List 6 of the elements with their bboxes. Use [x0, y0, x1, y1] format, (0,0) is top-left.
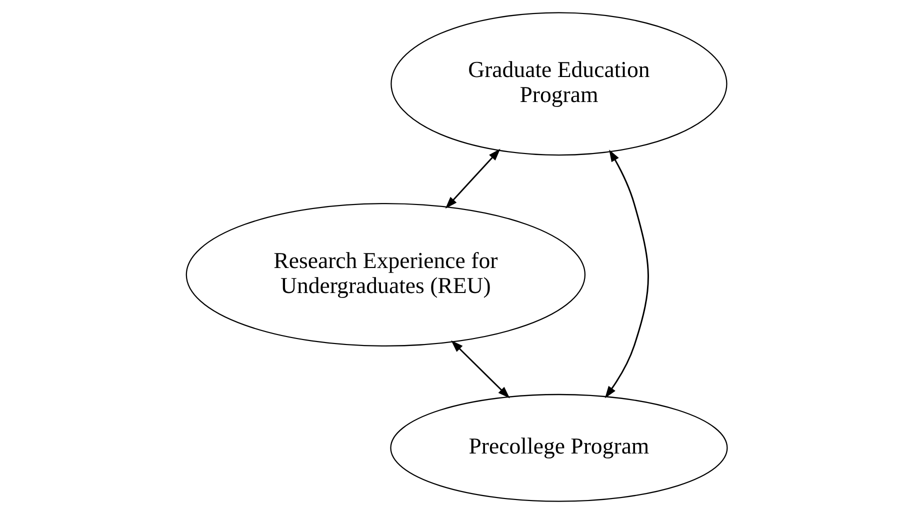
node-ellipse: Precollege Program [390, 394, 728, 502]
arrow [604, 150, 649, 398]
arrow [445, 148, 500, 209]
node-ellipse: Graduate Education Program [390, 12, 728, 156]
arrow [451, 340, 510, 398]
node-ellipse: Research Experience for Undergraduates (REU) [186, 202, 586, 346]
